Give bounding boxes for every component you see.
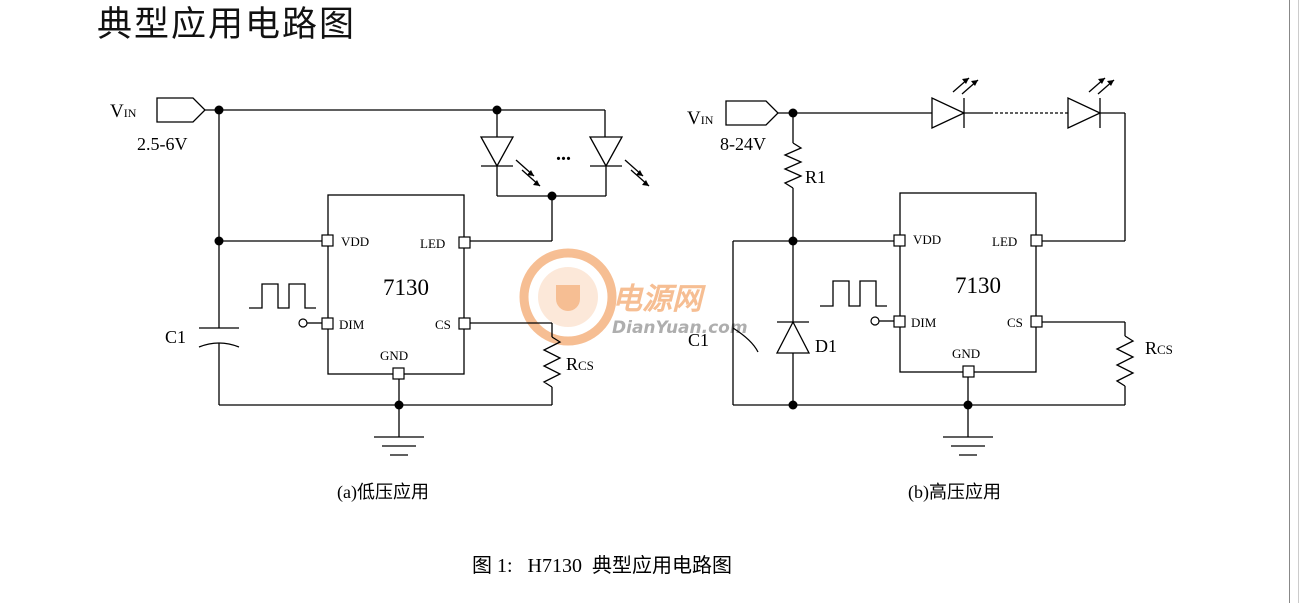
vin-range-b: 8-24V xyxy=(720,134,766,154)
led-ellipsis-a: ... xyxy=(556,143,571,165)
vin-label-b: VIN xyxy=(687,108,714,129)
pin-cs-label-b: CS xyxy=(1007,315,1023,330)
vin-range-a: 2.5-6V xyxy=(137,134,188,154)
cap-label-b: C1 xyxy=(688,330,709,350)
resistor-r1 xyxy=(783,142,803,189)
pin-vdd-b xyxy=(893,234,906,247)
d1-label: D1 xyxy=(815,336,837,356)
pin-dim-b xyxy=(893,315,906,328)
led-icon-a1 xyxy=(479,136,515,168)
wire-b xyxy=(1107,80,1114,86)
pwm-signal-icon-b xyxy=(820,280,887,307)
vin-label-a: VIN xyxy=(110,101,137,122)
page-edge-line-2 xyxy=(1298,0,1299,603)
vin-connector-a xyxy=(156,97,206,123)
pin-dim-label-a: DIM xyxy=(339,317,365,332)
led-icon-a2 xyxy=(588,136,624,168)
pin-led-b xyxy=(1030,234,1043,247)
pin-gnd-a xyxy=(392,367,405,380)
r1-label: R1 xyxy=(805,167,826,187)
pwm-signal-icon xyxy=(249,283,316,309)
led-icon-b1 xyxy=(931,96,966,130)
watermark: 电源网 ® DianYuan.com xyxy=(519,248,748,346)
wire-a xyxy=(642,180,649,186)
rcs-label-b: RCS xyxy=(1145,338,1173,358)
pin-vdd-label-a: VDD xyxy=(341,234,369,249)
pin-vdd-label-b: VDD xyxy=(913,232,941,247)
page-title: 典型应用电路图 xyxy=(97,5,357,45)
wire-b xyxy=(962,78,969,84)
watermark-ring xyxy=(519,248,617,346)
pin-dim-label-b: DIM xyxy=(911,315,937,330)
cap-curve-b xyxy=(732,327,759,353)
page-edge-line xyxy=(1289,0,1290,603)
chip-label-b: 7130 xyxy=(955,273,1001,298)
caption-b: (b)高压应用 xyxy=(908,482,1001,503)
pin-vdd-a xyxy=(321,234,334,247)
wire-a xyxy=(527,170,534,176)
pin-led-a xyxy=(458,236,471,249)
pin-cs-a xyxy=(458,317,471,330)
pin-gnd-b xyxy=(962,365,975,378)
cap-label-a: C1 xyxy=(165,327,186,347)
watermark-site: DianYuan.com xyxy=(612,318,748,338)
pin-cs-label-a: CS xyxy=(435,317,451,332)
watermark-brand: 电源网 xyxy=(612,282,706,317)
pin-gnd-label-b: GND xyxy=(952,346,980,361)
wire-b xyxy=(1098,78,1105,84)
pin-dim-a xyxy=(321,317,334,330)
wire-b xyxy=(971,80,978,86)
rcs-label-a: RCS xyxy=(566,354,594,374)
figure-caption: 图 1: H7130 典型应用电路图 xyxy=(472,554,732,577)
resistor-rcs-b xyxy=(1115,335,1135,387)
watermark-registered: ® xyxy=(596,324,604,333)
wire-a xyxy=(533,180,540,186)
pin-led-label-a: LED xyxy=(420,236,445,251)
circuit-b: VIN 8-24V xyxy=(687,77,1173,503)
diode-d1 xyxy=(775,320,811,354)
led-icon-b2 xyxy=(1067,96,1102,130)
resistor-rcs-a xyxy=(542,336,562,388)
wire-a xyxy=(636,170,643,176)
plug-icon xyxy=(556,285,580,311)
circuit-a: VIN 2.5-6V C1 7 xyxy=(110,97,650,503)
pin-led-label-b: LED xyxy=(992,234,1017,249)
caption-a: (a)低压应用 xyxy=(337,482,429,503)
dim-input-terminal-b xyxy=(870,316,880,326)
dim-input-terminal-a xyxy=(298,318,308,328)
chip-label-a: 7130 xyxy=(383,275,429,300)
vin-connector-b xyxy=(725,100,779,126)
junction-b3 xyxy=(788,400,798,410)
pin-cs-b xyxy=(1030,315,1043,328)
pin-gnd-label-a: GND xyxy=(380,348,408,363)
